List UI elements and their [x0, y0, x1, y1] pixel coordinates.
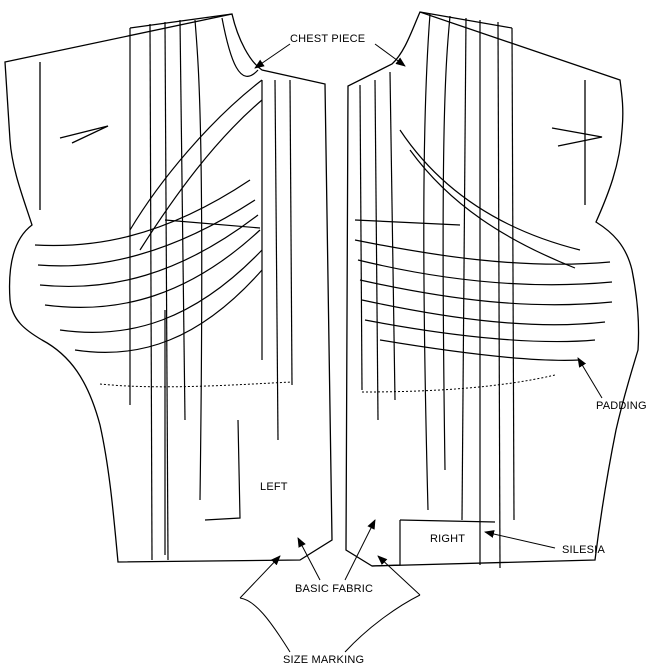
label-left: LEFT: [260, 481, 288, 493]
label-size-marking: SIZE MARKING: [283, 654, 364, 666]
label-padding: PADDING: [596, 400, 647, 412]
label-chest-piece: CHEST PIECE: [290, 33, 365, 45]
left-panel-outline: [4, 13, 333, 563]
label-right: RIGHT: [430, 533, 465, 545]
right-panel-outline: [345, 11, 640, 567]
right-chest-piece: [354, 11, 613, 569]
label-silesia: SILESIA: [562, 544, 605, 556]
label-basic-fabric: BASIC FABRIC: [295, 583, 373, 595]
leader-lines: [239, 43, 603, 653]
left-chest-piece: [34, 13, 293, 561]
